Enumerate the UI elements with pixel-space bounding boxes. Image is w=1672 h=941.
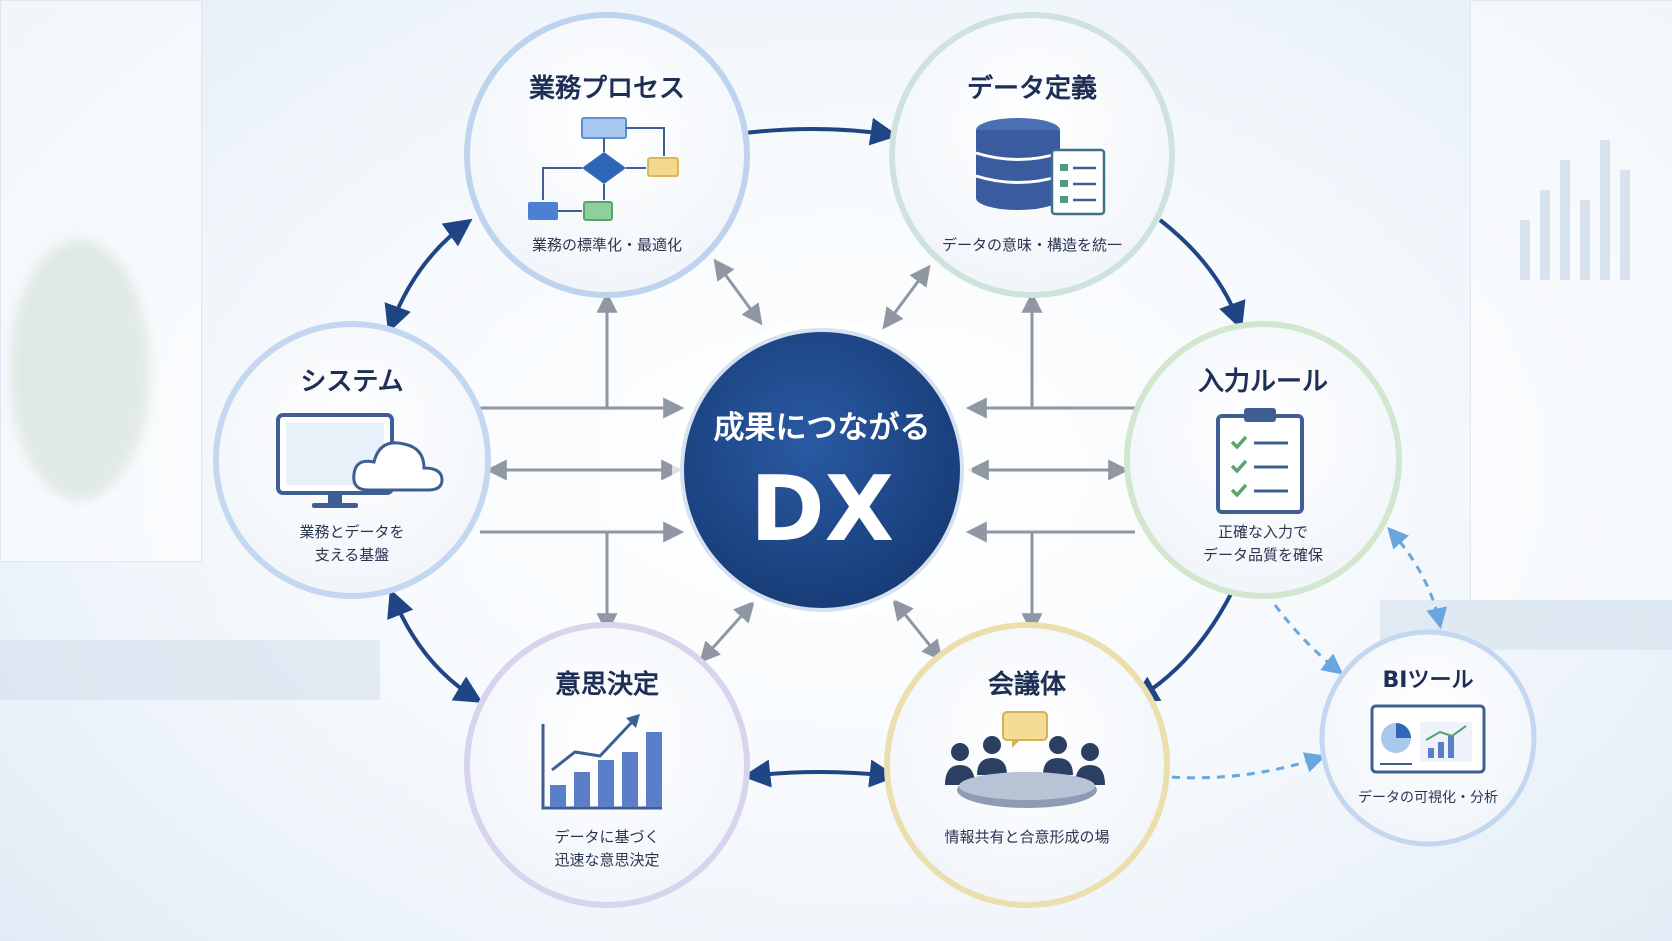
- node-desc-line1: 業務とデータを: [299, 523, 404, 541]
- node-business-process: 業務プロセス 業務の標準化・最適化: [464, 12, 750, 298]
- node-meeting: 会議体 情報共有と合意形成の場: [884, 622, 1170, 908]
- database-document-icon: [975, 118, 1106, 216]
- bg-bar-chart: [1520, 120, 1660, 280]
- node-system: システム 業務とデータを 支える基盤: [213, 321, 491, 599]
- desk-left: [0, 640, 380, 700]
- node-title: システム: [300, 367, 403, 397]
- meeting-table-icon: [945, 711, 1105, 808]
- flowchart-icon: [528, 117, 679, 221]
- node-desc: 業務の標準化・最適化: [532, 236, 682, 254]
- bi-dashed-arrows: [1156, 526, 1447, 780]
- node-title: 意思決定: [555, 669, 659, 700]
- center-dx-circle: 成果につながる DX: [672, 320, 972, 620]
- node-title: データ定義: [967, 73, 1097, 104]
- node-desc: データの可視化・分析: [1358, 789, 1498, 806]
- node-desc-line1: 正確な入力で: [1218, 523, 1308, 541]
- node-desc-line2: 迅速な意思決定: [554, 851, 659, 869]
- growth-chart-icon: [541, 714, 662, 810]
- center-title: DX: [750, 457, 894, 562]
- node-desc-line2: データ品質を確保: [1203, 546, 1323, 564]
- node-input-rules: 入力ルール 正確な入力で データ品質を確保: [1124, 321, 1402, 599]
- gray-connectors: [480, 258, 1135, 664]
- node-title: BIツール: [1383, 668, 1474, 693]
- plant-decoration: [10, 240, 150, 500]
- node-desc: 情報共有と合意形成の場: [944, 828, 1109, 846]
- node-bi-tool: BIツール データの可視化・分析: [1319, 629, 1537, 847]
- window-right: [1470, 0, 1672, 602]
- clipboard-checklist-icon: [1216, 408, 1304, 514]
- node-data-definition: データ定義 データの意味・構造を統一: [889, 12, 1175, 298]
- node-title: 業務プロセス: [529, 74, 685, 104]
- node-title: 会議体: [988, 669, 1067, 700]
- node-title: 入力ルール: [1198, 367, 1328, 397]
- dashboard-icon: [1370, 704, 1486, 774]
- node-desc-line2: 支える基盤: [315, 546, 390, 564]
- monitor-cloud-icon: [276, 413, 444, 508]
- center-subtitle: 成果につながる: [714, 410, 931, 446]
- node-desc: データの意味・構造を統一: [942, 236, 1122, 254]
- window-left: [0, 0, 202, 562]
- node-decision-making: 意思決定 データに基づく 迅速な意思決定: [464, 622, 750, 908]
- node-desc-line1: データに基づく: [554, 828, 659, 846]
